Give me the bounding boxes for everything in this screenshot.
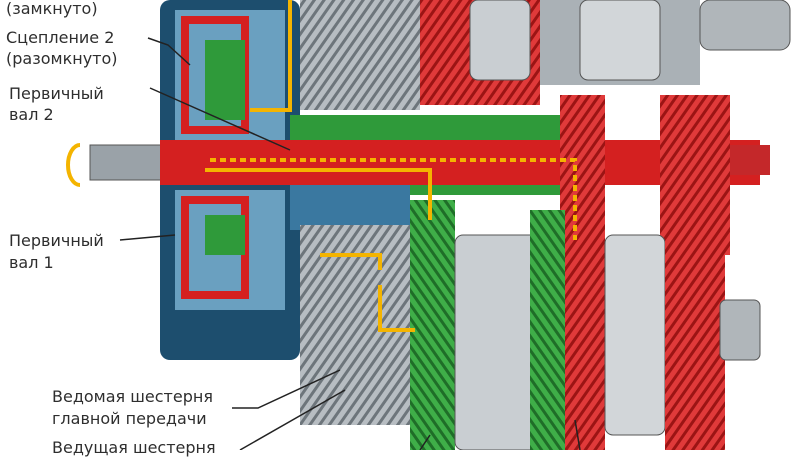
- input-shaft2-label-line1: Первичный: [9, 84, 104, 103]
- clutch2-name-label: Сцепление 2: [6, 28, 115, 47]
- lower-gear-set: [300, 200, 761, 450]
- power-flow-arrows: [66, 0, 577, 332]
- clutch1-state-label: (замкнуто): [6, 0, 98, 18]
- red-gear: [560, 95, 605, 450]
- input-shaft1-label-line1: Первичный: [9, 231, 104, 250]
- input-shaft1-label-line2: вал 1: [9, 253, 54, 272]
- driven-gear-label-line1: Ведомая шестерня: [52, 387, 213, 406]
- upper-gear-set: [300, 0, 791, 110]
- input-shaft2-label-line2: вал 2: [9, 105, 54, 124]
- driven-gear-label-line2: главной передачи: [52, 409, 207, 428]
- leader-lines: [119, 37, 581, 450]
- clutch2-state-label: (разомкнуто): [6, 49, 118, 68]
- drive-gear-label-line1: Ведущая шестерня: [52, 438, 216, 457]
